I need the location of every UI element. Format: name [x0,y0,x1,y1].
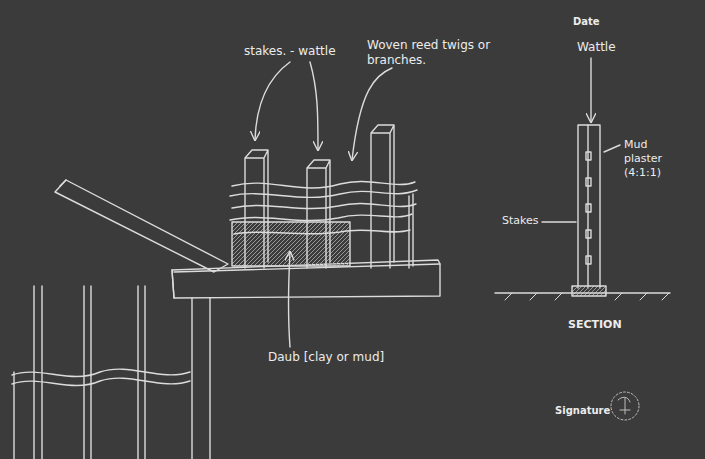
signature-stamp [611,392,639,420]
view-title: SECTION [568,318,622,332]
part-label: stakes. - wattle [244,44,336,59]
daub-block [232,222,350,266]
date-label: Date [573,16,600,29]
part-label: Woven reed twigs or branches. [367,38,517,68]
lower-wattle [12,286,190,459]
part-label: Wattle [577,40,616,55]
inclined-beam [55,180,228,272]
wall-section [495,58,670,300]
part-label: Daub [clay or mud] [268,350,384,365]
leader-line [255,62,392,347]
woven-twigs [230,181,417,234]
part-label: Mud plaster (4:1:1) [624,138,684,179]
part-label: Stakes [502,214,539,228]
post [192,298,210,459]
signature-label: Signature [555,405,610,418]
